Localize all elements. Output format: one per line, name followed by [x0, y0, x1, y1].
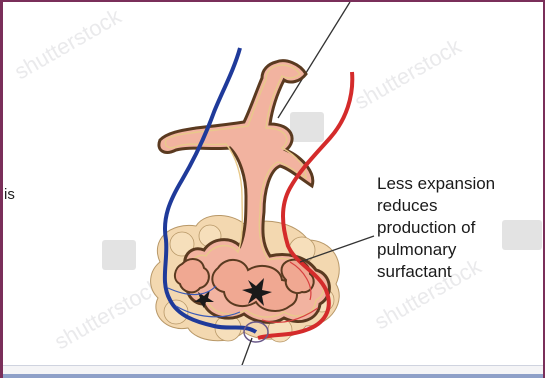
alveolus [159, 61, 329, 323]
left-text-fragment: is [4, 186, 15, 203]
watermark-text: shutterstock [350, 33, 466, 114]
caption-line: pulmonary [377, 239, 495, 261]
surfactant-caption: Less expansion reduces production of pul… [377, 173, 495, 283]
caption-line: production of [377, 217, 495, 239]
watermark-logo [102, 240, 136, 270]
caption-line: surfactant [377, 261, 495, 283]
watermark-text: shutterstock [10, 3, 126, 84]
caption-line: reduces [377, 195, 495, 217]
watermark-text: shutterstock [50, 273, 166, 354]
caption-line: Less expansion [377, 173, 495, 195]
bottom-edge [0, 374, 545, 378]
watermark-logo [502, 220, 542, 250]
watermark-logo [290, 112, 324, 142]
